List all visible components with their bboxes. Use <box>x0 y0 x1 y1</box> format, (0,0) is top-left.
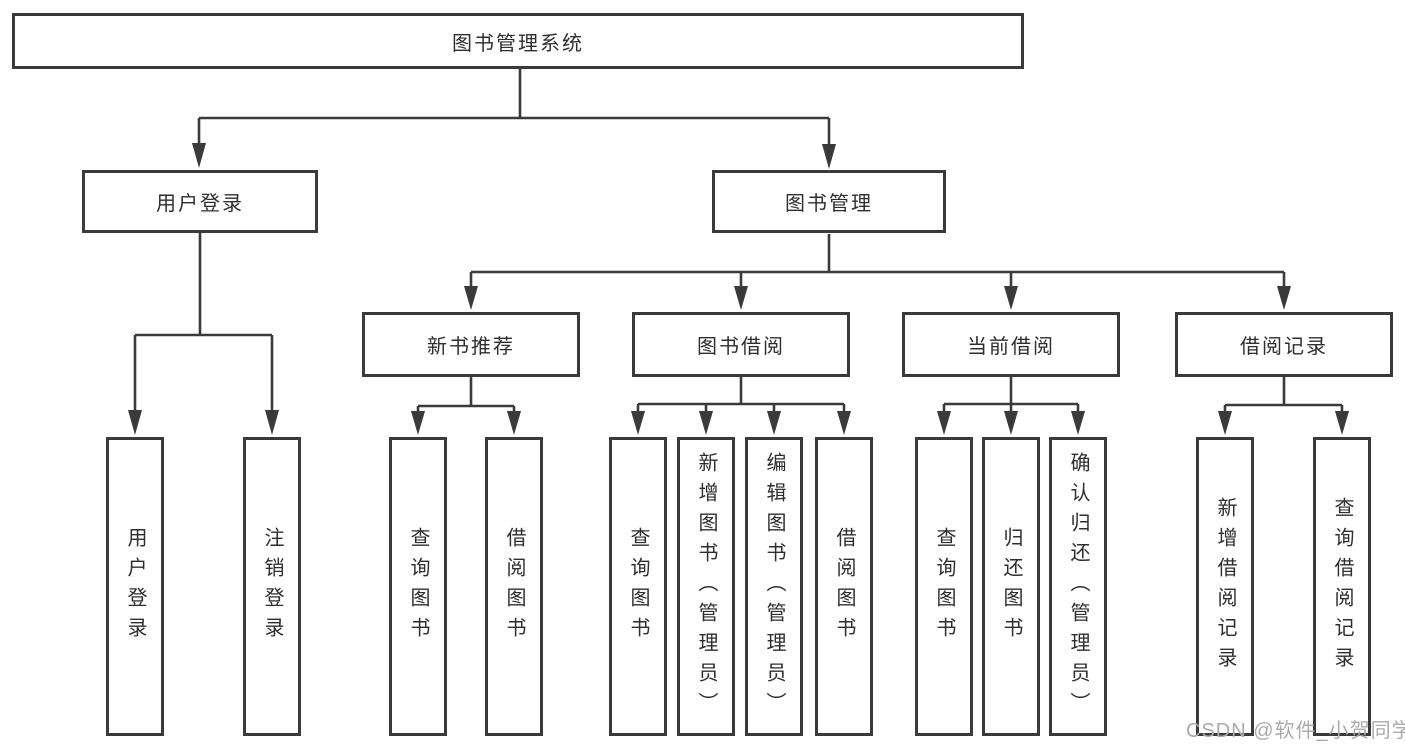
fork-user-login <box>128 232 279 435</box>
node-user-login: 用户登录 <box>82 170 318 233</box>
node-edit-book-admin: 编辑图书（管理员） <box>745 437 803 736</box>
node-query-books-current: 查询图书 <box>915 437 973 736</box>
node-current-borrow: 当前借阅 <box>902 312 1120 377</box>
arrowhead-icon <box>1335 411 1349 435</box>
node-return-book: 归还图书 <box>982 437 1040 736</box>
arrowhead-icon <box>507 411 521 435</box>
arrowhead-icon <box>837 411 851 435</box>
arrowhead-icon <box>699 411 713 435</box>
arrowhead-icon <box>1277 286 1291 310</box>
arrowhead-icon <box>734 286 748 310</box>
node-add-book-admin: 新增图书（管理员） <box>677 437 735 736</box>
arrowhead-icon <box>411 411 425 435</box>
node-confirm-return-admin: 确认归还（管理员） <box>1049 437 1107 736</box>
node-book-borrow: 图书借阅 <box>632 312 850 377</box>
node-borrow-records: 借阅记录 <box>1175 312 1393 377</box>
fork-root <box>192 69 836 169</box>
arrowhead-icon <box>464 286 478 310</box>
fork-book-management <box>464 234 1291 310</box>
node-query-borrow-record: 查询借阅记录 <box>1313 437 1371 736</box>
node-query-books-borrow: 查询图书 <box>609 437 667 736</box>
arrowhead-icon <box>822 144 836 169</box>
node-library-management-system: 图书管理系统 <box>12 13 1024 69</box>
node-query-books-recommend: 查询图书 <box>389 437 447 736</box>
fork-borrow-records <box>1218 377 1349 435</box>
fork-new-book-recommend <box>411 377 521 435</box>
fork-current-borrow <box>937 377 1085 435</box>
arrowhead-icon <box>1218 411 1232 435</box>
csdn-watermark: CSDN @软件_小贺同学 <box>1186 720 1405 742</box>
node-book-management: 图书管理 <box>712 170 946 233</box>
node-new-book-recommend: 新书推荐 <box>362 312 580 377</box>
node-user-login-leaf: 用户登录 <box>106 437 164 736</box>
arrowhead-icon <box>937 411 951 435</box>
arrowhead-icon <box>1071 411 1085 435</box>
arrowhead-icon <box>265 410 279 435</box>
node-logout-login: 注销登录 <box>243 437 301 736</box>
node-add-borrow-record: 新增借阅记录 <box>1196 437 1254 736</box>
fork-book-borrow <box>631 377 851 435</box>
arrowhead-icon <box>128 410 142 435</box>
arrowhead-icon <box>192 143 206 168</box>
arrowhead-icon <box>767 411 781 435</box>
node-borrow-books-recommend: 借阅图书 <box>485 437 543 736</box>
arrowhead-icon <box>1004 411 1018 435</box>
arrowhead-icon <box>631 411 645 435</box>
arrowhead-icon <box>1004 286 1018 310</box>
node-borrow-books-leaf: 借阅图书 <box>815 437 873 736</box>
